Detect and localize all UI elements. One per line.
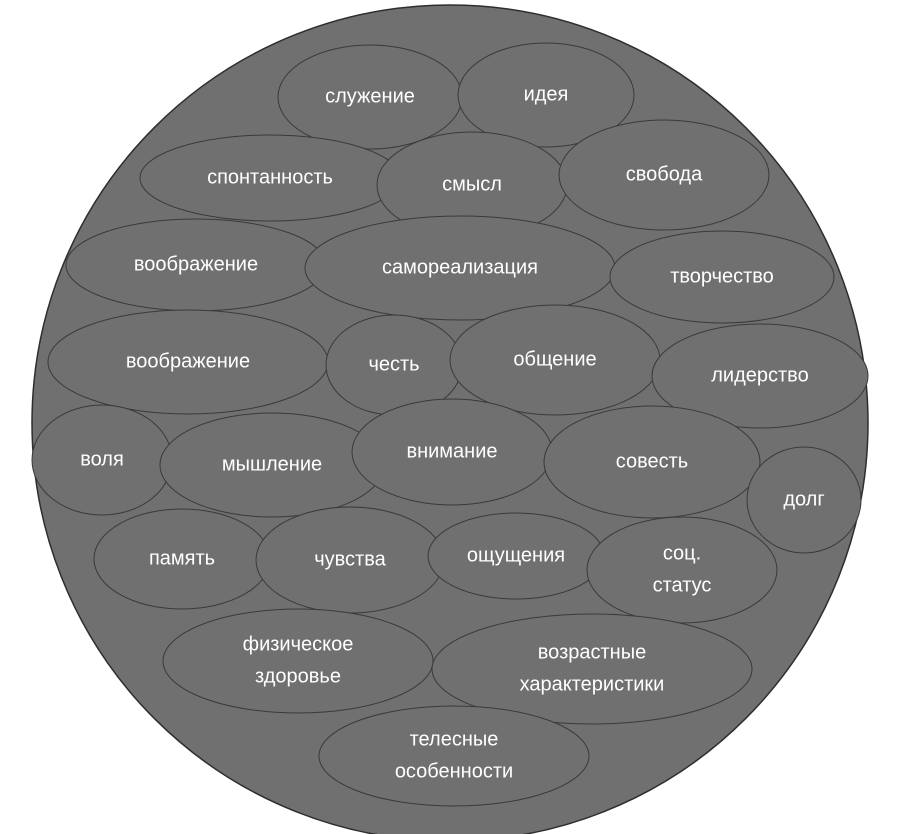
- bubble-ellipse-tvorchestvo: [609, 230, 835, 324]
- bubble-ellipse-sots-status: [586, 516, 778, 624]
- bubble-ellipse-dolg: [746, 446, 862, 554]
- bubble-liderstvo: лидерство: [651, 323, 869, 429]
- bubble-svoboda: свобода: [558, 119, 770, 231]
- bubble-label-fizicheskoe-zdorove-line-2: здоровье: [255, 665, 341, 687]
- bubble-vozrastnye-kharakteristiki: возрастные характеристики: [431, 613, 753, 725]
- bubble-telesnye-osobennosti: телесные особенности: [318, 705, 590, 807]
- bubble-chuvstva: чувства: [255, 506, 445, 614]
- bubble-sluzhenie: служение: [277, 44, 463, 150]
- bubble-label-liderstvo: лидерство: [711, 364, 808, 386]
- bubble-label-vnimanie: внимание: [406, 440, 497, 462]
- bubble-label-obshchenie: общение: [513, 348, 596, 370]
- bubble-volya: воля: [31, 404, 173, 516]
- bubble-label-telesnye-osobennosti-line-2: особенности: [395, 760, 513, 782]
- bubble-ellipse-sovest: [543, 405, 761, 519]
- bubble-label-myshlenie: мышление: [222, 453, 322, 475]
- bubble-ellipse-liderstvo: [651, 323, 869, 429]
- bubble-label-ideya: идея: [524, 83, 569, 105]
- bubble-label-volya: воля: [80, 448, 124, 470]
- bubble-label-chest: честь: [368, 353, 419, 375]
- bubbles-group: служение идея спонтанность смысл свобода вооб…: [31, 42, 869, 807]
- bubble-label-tvorchestvo: творчество: [670, 265, 774, 287]
- bubble-label-vozrastnye-kharakteristiki-line-1: возрастные: [538, 641, 646, 663]
- bubble-label-sluzhenie: служение: [325, 85, 415, 107]
- bubble-dolg: долг: [746, 446, 862, 554]
- bubble-smysl: смысл: [376, 131, 568, 239]
- bubble-sovest: совесть: [543, 405, 761, 519]
- bubble-fizicheskoe-zdorove: физическое здоровье: [162, 608, 434, 714]
- bubble-voobrazhenie-2: воображение: [47, 309, 329, 415]
- bubble-sots-status: соц. статус: [586, 516, 778, 624]
- bubble-voobrazhenie-1: воображение: [65, 218, 327, 312]
- bubble-ellipse-ideya: [457, 42, 635, 148]
- bubble-obshchenie: общение: [449, 304, 661, 416]
- bubble-label-dolg: долг: [783, 488, 824, 510]
- bubble-label-samorealizatsiya: самореализация: [382, 256, 538, 278]
- bubble-ideya: идея: [457, 42, 635, 148]
- bubble-label-spontannost: спонтанность: [207, 166, 333, 188]
- bubble-samorealizatsiya: самореализация: [304, 215, 616, 321]
- bubble-label-chuvstva: чувства: [314, 548, 386, 570]
- bubble-label-svoboda: свобода: [626, 163, 703, 185]
- bubble-label-pamyat: память: [149, 547, 215, 569]
- bubble-label-voobrazhenie-1: воображение: [134, 253, 258, 275]
- bubble-label-sots-status-line-1: соц.: [663, 542, 701, 564]
- bubble-myshlenie: мышление: [159, 412, 385, 518]
- bubble-ellipse-vozrastnye-kharakteristiki: [431, 613, 753, 725]
- bubble-ellipse-svoboda: [558, 119, 770, 231]
- bubble-label-telesnye-osobennosti-line-1: телесные: [410, 728, 499, 750]
- bubble-label-sovest: совесть: [616, 450, 688, 472]
- bubble-vnimanie: внимание: [351, 398, 553, 506]
- bubble-label-voobrazhenie-2: воображение: [126, 350, 250, 372]
- bubble-tvorchestvo: творчество: [609, 230, 835, 324]
- bubble-pamyat: память: [93, 508, 271, 610]
- bubble-label-smysl: смысл: [442, 173, 502, 195]
- bubble-label-fizicheskoe-zdorove-line-1: физическое: [243, 633, 354, 655]
- bubble-label-oshchushcheniya: ощущения: [467, 544, 565, 566]
- bubble-oshchushcheniya: ощущения: [427, 512, 605, 600]
- bubble-spontannost: спонтанность: [139, 134, 401, 222]
- bubble-ellipse-telesnye-osobennosti: [318, 705, 590, 807]
- bubble-label-sots-status-line-2: статус: [653, 574, 712, 596]
- bubble-label-vozrastnye-kharakteristiki-line-2: характеристики: [520, 673, 665, 695]
- bubble-ellipse-fizicheskoe-zdorove: [162, 608, 434, 714]
